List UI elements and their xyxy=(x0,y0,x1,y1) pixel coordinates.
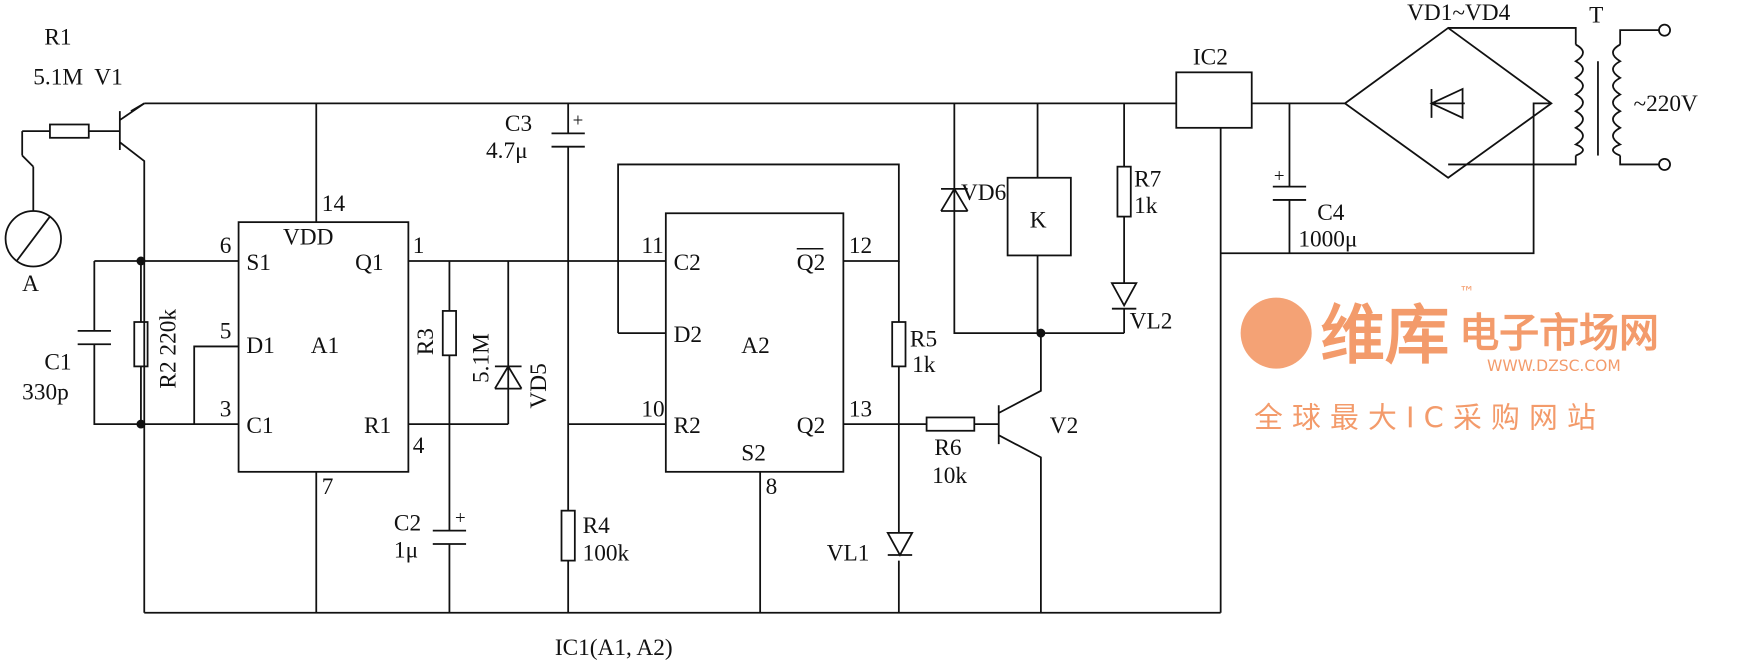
a2-pin12: 12 xyxy=(849,233,872,259)
watermark-url: WWW.DZSC.COM xyxy=(1487,357,1621,375)
c4-value: 1000μ xyxy=(1298,227,1357,253)
a2-c2: C2 xyxy=(674,250,701,276)
c3-label: C3 xyxy=(505,111,532,137)
c1-label: C1 xyxy=(44,350,71,376)
a1-pin3: 3 xyxy=(220,396,232,422)
a1-c1: C1 xyxy=(246,413,273,439)
a1-r1: R1 xyxy=(364,413,391,439)
a2-r2: R2 xyxy=(674,413,701,439)
c4-label: C4 xyxy=(1317,200,1345,226)
a1-pin6: 6 xyxy=(220,233,232,259)
watermark-brand2: 电子市场网 xyxy=(1459,310,1659,356)
r6-label: R6 xyxy=(934,435,961,461)
c1-value: 330p xyxy=(22,380,69,406)
c3-value: 4.7μ xyxy=(486,138,528,164)
r5-value: 1k xyxy=(912,352,936,378)
a2-q2bar: Q2 xyxy=(797,250,825,276)
watermark-logo-icon xyxy=(1240,297,1312,369)
mains-label: ~220V xyxy=(1633,91,1698,117)
r7-value: 1k xyxy=(1134,193,1158,219)
ic1-title: IC1(A1, A2) xyxy=(555,635,673,661)
watermark-tm: ™ xyxy=(1459,284,1475,302)
a1-name: A1 xyxy=(311,333,339,359)
r5-label: R5 xyxy=(910,326,937,352)
a1-pin1: 1 xyxy=(413,233,425,259)
c2-label: C2 xyxy=(394,511,421,537)
a1-pin5: 5 xyxy=(220,319,232,345)
a1-vdd: VDD xyxy=(283,224,333,250)
r1-value: 5.1M xyxy=(33,65,83,91)
a2-pin8: 8 xyxy=(766,474,778,500)
a2-pin10: 10 xyxy=(641,396,664,422)
watermark: 维库 电子市场网 ™ WWW.DZSC.COM 全 球 最 大 I C 采 购 … xyxy=(1240,284,1659,434)
a2-s2: S2 xyxy=(741,441,766,467)
r4-label: R4 xyxy=(583,513,611,539)
a1-q1: Q1 xyxy=(355,250,383,276)
a2-d2: D2 xyxy=(674,322,702,348)
a1-pin14: 14 xyxy=(322,191,346,217)
r6-value: 10k xyxy=(932,463,967,489)
vd6-label: VD6 xyxy=(961,180,1006,206)
r3-value: 5.1M xyxy=(468,333,494,383)
r1-label: R1 xyxy=(44,25,71,51)
a2-q2: Q2 xyxy=(797,413,825,439)
a1-s1: S1 xyxy=(246,250,271,276)
a1-pin4: 4 xyxy=(413,433,425,459)
wires xyxy=(4,23,1671,614)
r4-value: 100k xyxy=(583,541,630,567)
transformer-label: T xyxy=(1589,2,1603,28)
v1-label: V1 xyxy=(94,65,122,91)
junctions xyxy=(136,256,1046,429)
v2-label: V2 xyxy=(1050,413,1078,439)
c2-plus: + xyxy=(455,508,466,529)
ic2-label: IC2 xyxy=(1193,45,1228,71)
c4-plus: + xyxy=(1274,166,1285,187)
watermark-brand: 维库 xyxy=(1321,299,1450,374)
a2-pin11: 11 xyxy=(641,233,663,259)
relay-k-label: K xyxy=(1030,208,1047,234)
a1-d1: D1 xyxy=(246,333,274,359)
vl2-label: VL2 xyxy=(1130,309,1173,335)
a2-pin13: 13 xyxy=(849,396,872,422)
a1-pin7: 7 xyxy=(322,474,334,500)
c2-value: 1μ xyxy=(394,537,418,563)
labels: R1 5.1M V1 A C1 330p R2 220k 6 S1 5 D1 3… xyxy=(22,0,1698,661)
r7-label: R7 xyxy=(1134,167,1161,193)
r2-label: R2 220k xyxy=(155,309,181,389)
c3-plus: + xyxy=(573,111,584,132)
r3-label: R3 xyxy=(413,328,439,355)
vd5-label: VD5 xyxy=(526,363,552,408)
watermark-slogan: 全 球 最 大 I C 采 购 网 站 xyxy=(1254,400,1596,434)
bridge-label: VD1~VD4 xyxy=(1407,0,1511,26)
a2-name: A2 xyxy=(741,333,769,359)
sensor-label: A xyxy=(22,271,39,297)
vl1-label: VL1 xyxy=(827,541,870,567)
